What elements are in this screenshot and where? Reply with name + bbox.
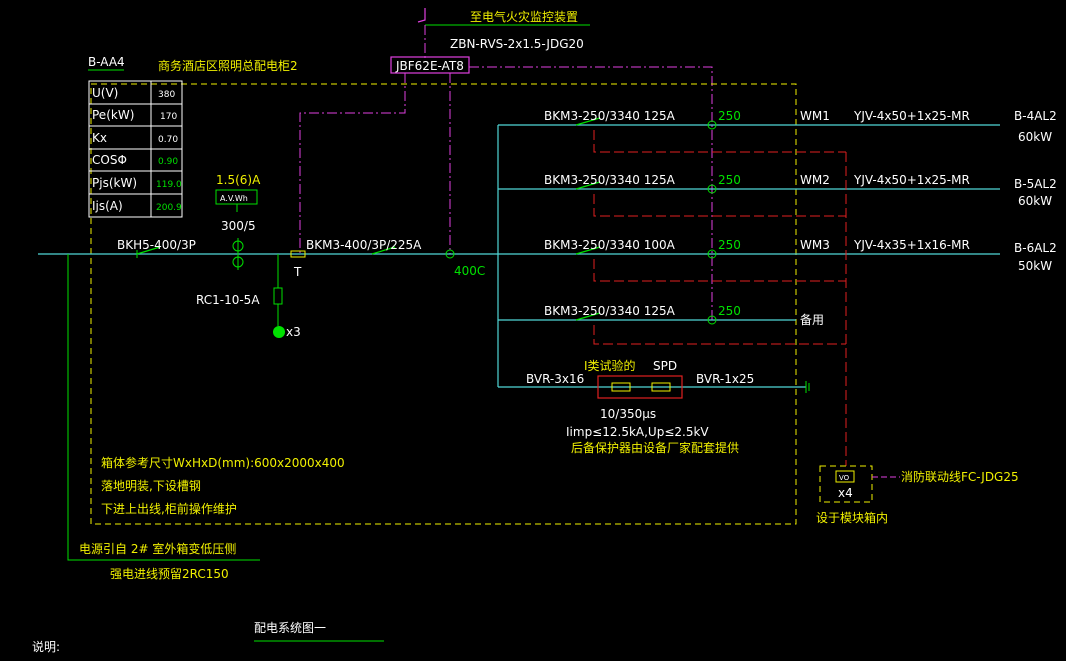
note-wiring: 下进上出线,柜前操作维护 <box>101 501 237 516</box>
branch-dest: B-5AL2 <box>1014 177 1057 191</box>
vo-label: VO <box>839 474 850 482</box>
branch-row: BKM3-250/3340 125A 250 备用 <box>498 304 846 345</box>
drawing-title: 配电系统图一 <box>254 621 326 635</box>
param-key: Kx <box>92 131 107 145</box>
main-busline: BKH5-400/3P x3 RC1-10-5A T BKM3-400/3P/2… <box>38 238 498 561</box>
branch-breaker: BKM3-250/3340 125A <box>544 109 676 123</box>
branch-rating: 250 <box>718 238 741 252</box>
param-key: Pjs(kW) <box>92 176 137 190</box>
branch-breaker: BKM3-250/3340 100A <box>544 238 676 252</box>
notes-label: 说明: <box>32 639 60 654</box>
spd-left-cable: BVR-3x16 <box>526 372 584 386</box>
param-value: 0.90 <box>158 157 178 167</box>
spd-spec: Iimp≤12.5kA,Up≤2.5kV <box>566 425 709 439</box>
branch-row: BKM3-250/3340 100A 250 WM3 YJV-4x35+1x16… <box>498 238 1057 282</box>
note-size: 箱体参考尺寸WxHxD(mm):600x2000x400 <box>101 455 345 470</box>
branch-cable: YJV-4x50+1x25-MR <box>853 109 970 123</box>
param-key: Ijs(A) <box>92 199 123 213</box>
fire-monitor-link: 至电气火灾监控装置 ZBN-RVS-2x1.5-JDG20 JBF62E-AT8 <box>299 8 713 320</box>
param-value: 170 <box>160 112 177 122</box>
branch-cable: YJV-4x35+1x16-MR <box>853 238 970 252</box>
param-value: 380 <box>158 90 175 100</box>
spd-wave: 10/350μs <box>600 407 656 421</box>
branch-kw: 60kW <box>1018 194 1052 208</box>
source-line2: 强电进线预留2RC150 <box>110 567 229 581</box>
t-label: T <box>293 265 302 279</box>
param-key: U(V) <box>92 86 118 100</box>
spd-branch: I类试验的 SPD BVR-3x16 BVR-1x25 10/350μs Iim… <box>498 358 810 455</box>
note-install: 落地明装,下设槽钢 <box>101 479 201 493</box>
vo-note: 设于模块箱内 <box>816 510 888 525</box>
spd-right-cable: BVR-1x25 <box>696 372 754 386</box>
branch-breaker: BKM3-250/3340 125A <box>544 304 676 318</box>
meter-label: A.V.Wh <box>220 194 248 203</box>
fire-link-label: 消防联动线FC-JDG25 <box>901 469 1019 484</box>
spd-name: SPD <box>653 359 677 373</box>
panel-id: B-AA4 <box>88 55 125 69</box>
parameter-table: U(V) 380 Pe(kW) 170 Kx 0.70 COSΦ 0.90 Pj… <box>88 80 183 218</box>
spd-class: I类试验的 <box>584 358 636 373</box>
branch-rating: 250 <box>718 173 741 187</box>
rc-count: x3 <box>286 325 301 339</box>
rc-label: RC1-10-5A <box>196 293 260 307</box>
branch-row: BKM3-250/3340 125A 250 WM1 YJV-4x50+1x25… <box>498 109 1057 153</box>
branch-wm: WM3 <box>800 238 830 252</box>
branch-wm: 备用 <box>800 313 824 327</box>
param-key: COSΦ <box>92 153 127 167</box>
ct-ratio: 300/5 <box>221 219 256 233</box>
spd-note: 后备保护器由设备厂家配套提供 <box>571 440 739 455</box>
branch-wm: WM2 <box>800 173 830 187</box>
incoming-breaker-label: BKH5-400/3P <box>117 238 196 252</box>
branch-kw: 60kW <box>1018 130 1052 144</box>
source-line1: 电源引自 2# 室外箱变低压侧 <box>79 541 236 556</box>
param-value: 119.0 <box>156 180 182 190</box>
branch-rating: 250 <box>718 109 741 123</box>
vo-module: VO x4 设于模块箱内 消防联动线FC-JDG25 <box>816 465 1019 525</box>
branch-rating: 250 <box>718 304 741 318</box>
param-key: Pe(kW) <box>92 108 134 122</box>
branch-breaker: BKM3-250/3340 125A <box>544 173 676 187</box>
branch-wm: WM1 <box>800 109 830 123</box>
panel-frame <box>90 83 797 525</box>
meter-rating: 1.5(6)A <box>216 173 261 187</box>
param-value: 200.9 <box>156 203 182 213</box>
jbf-label: JBF62E-AT8 <box>395 59 464 73</box>
main-breaker-label: BKM3-400/3P/225A <box>306 238 422 252</box>
branch-kw: 50kW <box>1018 259 1052 273</box>
main-400c: 400C <box>454 264 485 278</box>
fire-cable-label: ZBN-RVS-2x1.5-JDG20 <box>450 37 584 51</box>
param-value: 0.70 <box>158 135 178 145</box>
branch-row: BKM3-250/3340 125A 250 WM2 YJV-4x50+1x25… <box>498 173 1057 217</box>
branch-cable: YJV-4x50+1x25-MR <box>853 173 970 187</box>
branch-dest: B-6AL2 <box>1014 241 1057 255</box>
branch-dest: B-4AL2 <box>1014 109 1057 123</box>
fire-monitor-label: 至电气火灾监控装置 <box>470 9 578 24</box>
panel-title: 商务酒店区照明总配电柜2 <box>158 58 298 73</box>
vo-count: x4 <box>838 486 853 500</box>
jbf-box <box>390 56 470 74</box>
